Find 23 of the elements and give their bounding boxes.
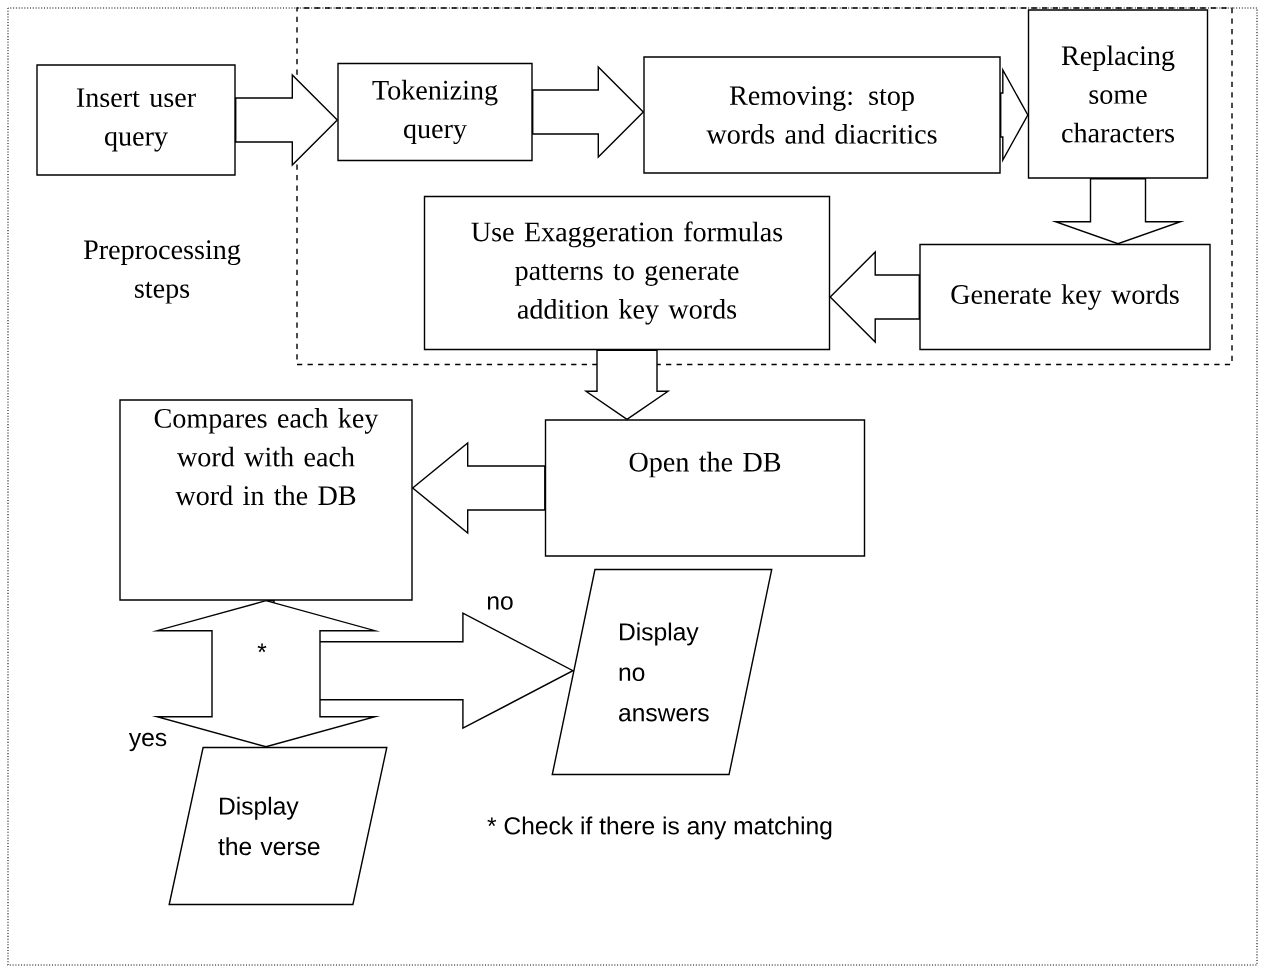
edge-label: no — [484, 594, 516, 612]
node-label: Preprocessing steps — [83, 240, 241, 304]
block-arrow — [411, 441, 546, 535]
block-arrow — [235, 73, 339, 167]
block-arrow — [1000, 67, 1029, 163]
process-box: Compares each key word with each word in the DB — [119, 399, 413, 601]
block-arrow — [1051, 178, 1185, 245]
block-arrow — [583, 349, 671, 421]
process-box: Replacing some characters — [1027, 9, 1209, 179]
output-parallelogram: Display the verse — [168, 746, 388, 906]
block-arrow — [829, 250, 920, 344]
process-box: Removing: stop words and diacritics — [643, 56, 1001, 174]
process-box: Insert user query — [36, 64, 236, 176]
output-parallelogram: Display no answers — [551, 568, 773, 776]
process-box: Open the DB — [544, 419, 866, 557]
block-arrow — [532, 65, 645, 159]
edge-label: yes — [127, 731, 169, 753]
note-text: * Check if there is any matching — [487, 816, 832, 840]
process-box: Generate key words — [919, 243, 1211, 351]
note-text: * — [257, 643, 267, 653]
process-box: Tokenizing query — [337, 62, 533, 162]
process-box: Use Exaggeration formulas patterns to generate addition key words — [423, 195, 831, 351]
block-arrow — [151, 599, 381, 748]
